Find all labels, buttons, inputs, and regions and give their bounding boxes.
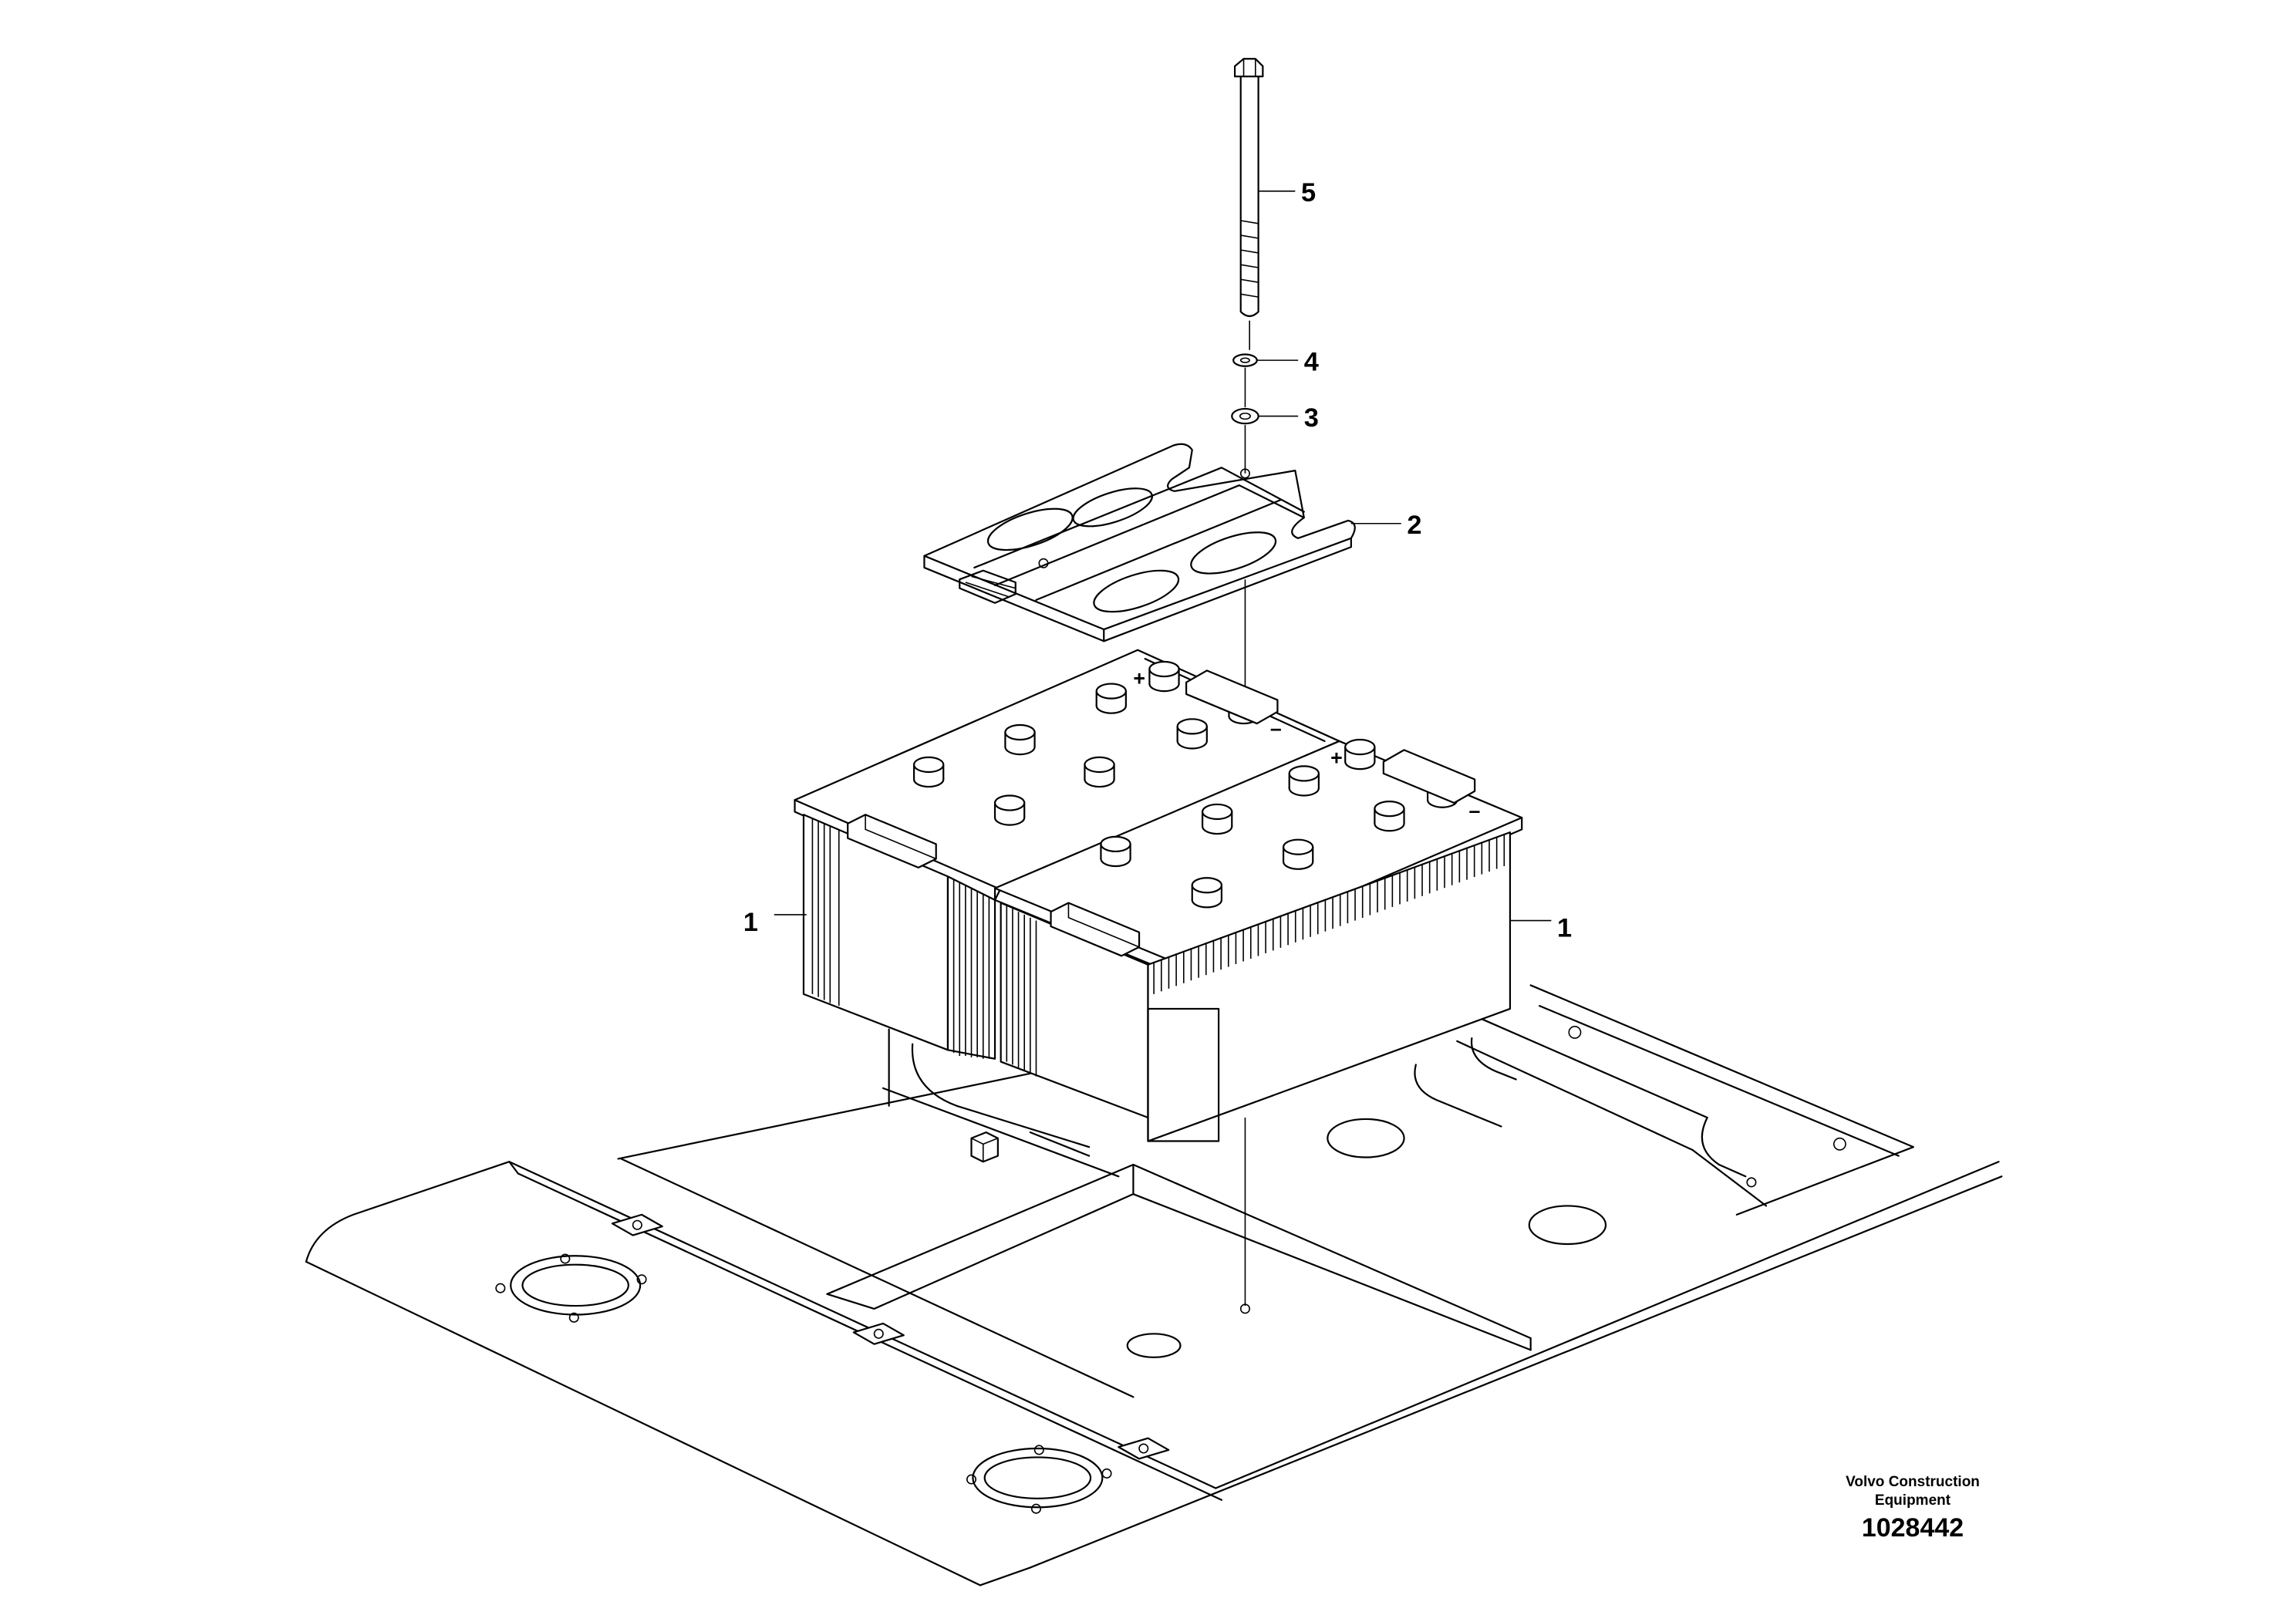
spring-washer [1233, 354, 1257, 366]
callout-battery-right: 1 [1557, 914, 1572, 943]
callout-washer: 3 [1304, 403, 1319, 433]
callout-battery-left: 1 [743, 908, 758, 937]
callout-spring-washer: 4 [1304, 347, 1319, 376]
bolt [1235, 59, 1263, 350]
callout-holder-plate: 2 [1407, 511, 1421, 540]
plus-sign: + [1133, 666, 1145, 690]
manufacturer-line-1: Volvo Construction [1846, 1474, 1980, 1490]
battery-left: + – [795, 650, 1340, 1059]
minus-sign: – [1270, 717, 1282, 740]
callouts: 1 1 2 3 4 5 [743, 178, 1572, 943]
washer [1232, 409, 1258, 423]
battery-right: + – [995, 740, 1522, 1141]
callout-bolt: 5 [1301, 178, 1316, 207]
battery-ribs [1154, 834, 1504, 994]
holder-plate [924, 444, 1354, 641]
manufacturer-label: Volvo Construction Equipment [1797, 1473, 2028, 1510]
minus-sign: – [1469, 799, 1481, 822]
frame-base [306, 985, 2001, 1585]
document-number: 1028442 [1861, 1513, 1964, 1543]
plus-sign: + [1330, 746, 1343, 769]
manufacturer-line-2: Equipment [1874, 1492, 1951, 1509]
